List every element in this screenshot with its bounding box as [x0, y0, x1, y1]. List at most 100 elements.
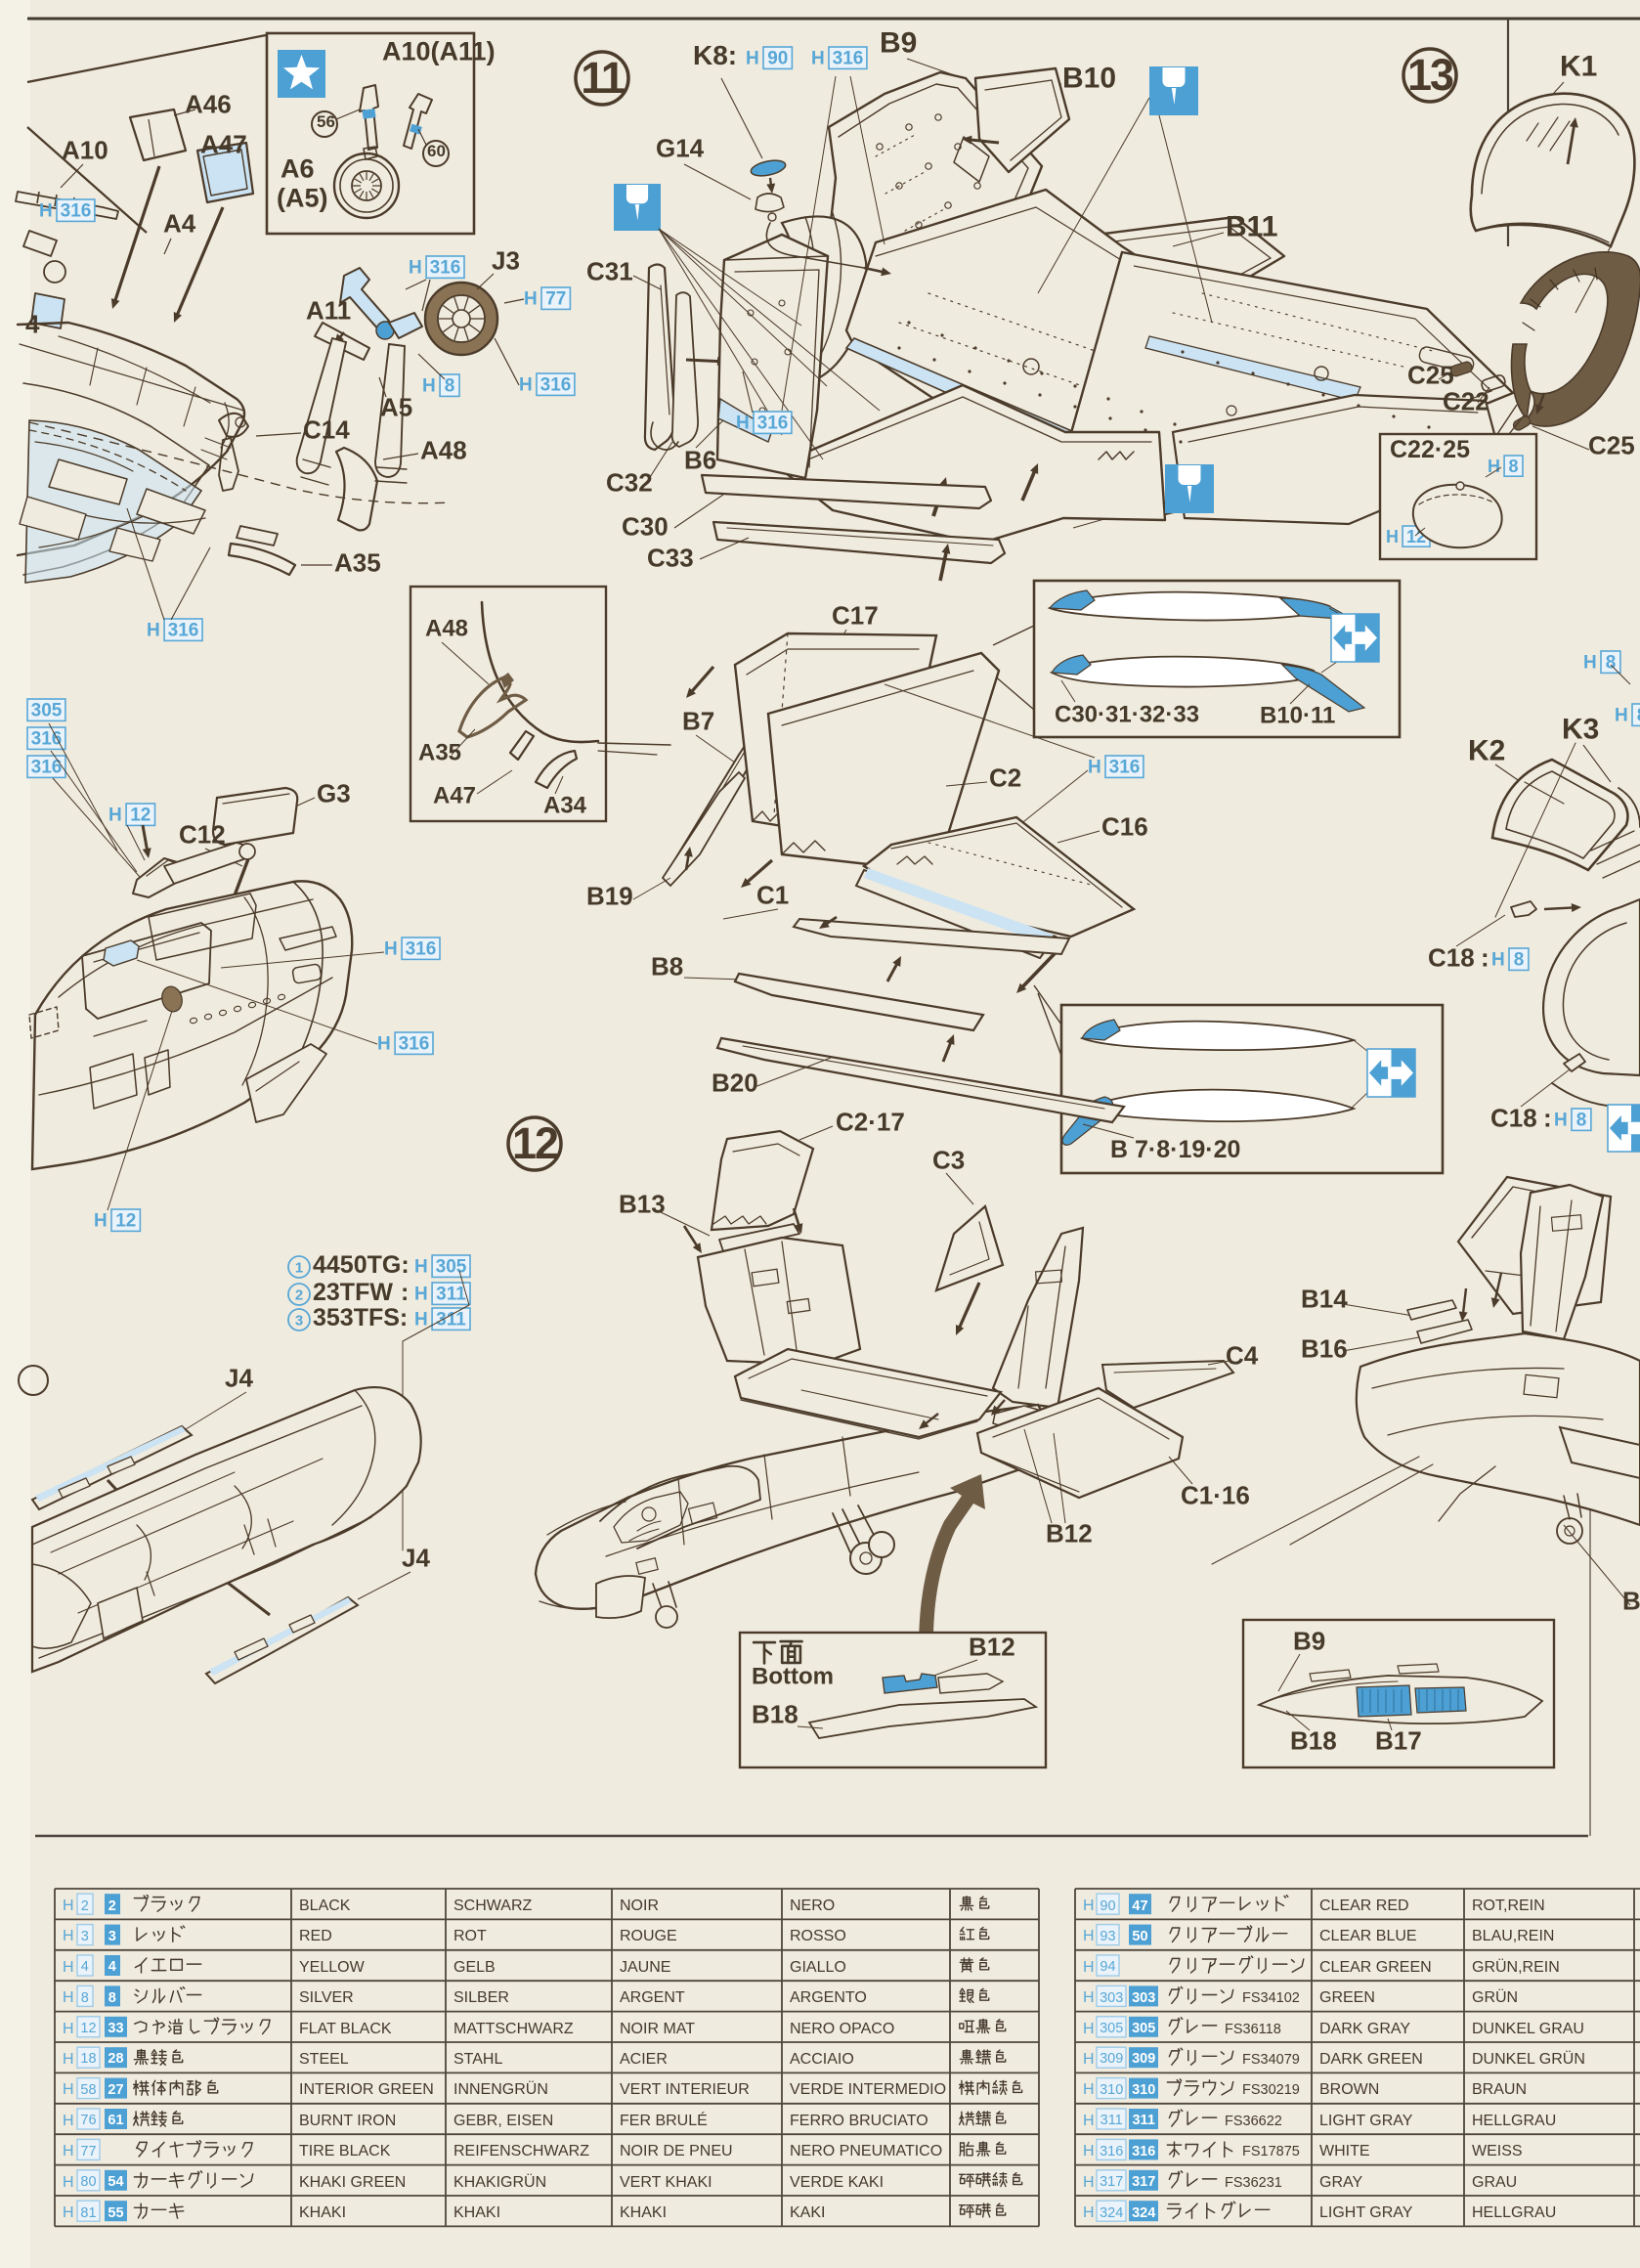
svg-text:A47: A47	[200, 130, 247, 159]
svg-text:316: 316	[1109, 758, 1141, 778]
svg-text:58: 58	[80, 2082, 96, 2098]
svg-text:H: H	[1083, 2143, 1095, 2159]
svg-text:A6: A6	[281, 153, 315, 183]
svg-text:FER BRULÉ: FER BRULÉ	[620, 2111, 708, 2129]
svg-text:ROT: ROT	[453, 1928, 487, 1944]
svg-text:C16: C16	[1101, 812, 1148, 842]
svg-text:C2·17: C2·17	[836, 1108, 905, 1137]
svg-text::: :	[1543, 1104, 1552, 1133]
svg-text:316: 316	[1132, 2144, 1155, 2159]
svg-text:H: H	[519, 375, 533, 396]
svg-text:305: 305	[436, 1257, 467, 1278]
svg-text:316: 316	[31, 758, 63, 778]
svg-text:BLACK: BLACK	[299, 1897, 351, 1914]
svg-text:H: H	[1083, 2081, 1095, 2098]
svg-text:ROT,REIN: ROT,REIN	[1472, 1897, 1545, 1914]
svg-text:H: H	[108, 806, 122, 826]
svg-text:H: H	[1083, 1928, 1095, 1944]
svg-text:23TFW: 23TFW	[313, 1279, 393, 1306]
svg-text:316: 316	[168, 621, 199, 641]
svg-text:H: H	[63, 2021, 74, 2037]
svg-text:12: 12	[130, 806, 151, 826]
svg-text::: :	[401, 1279, 409, 1306]
svg-text:TIRE BLACK: TIRE BLACK	[299, 2143, 391, 2159]
svg-text:61: 61	[108, 2113, 123, 2128]
svg-text:8: 8	[81, 1990, 89, 2006]
svg-text:RED: RED	[299, 1928, 332, 1944]
svg-text:H: H	[1386, 527, 1399, 546]
svg-text:LIGHT GRAY: LIGHT GRAY	[1319, 2204, 1413, 2221]
svg-text:311: 311	[436, 1285, 466, 1305]
svg-text:INTERIOR GREEN: INTERIOR GREEN	[299, 2081, 434, 2098]
svg-text:B18: B18	[752, 1700, 798, 1729]
svg-text:H: H	[1583, 653, 1597, 674]
svg-text:NERO: NERO	[790, 1897, 835, 1914]
svg-text:311: 311	[1132, 2113, 1154, 2128]
svg-text:8: 8	[108, 1990, 116, 2006]
svg-text:C22: C22	[1443, 387, 1489, 416]
svg-text:C12: C12	[179, 820, 226, 850]
svg-text:H: H	[1554, 1111, 1568, 1131]
svg-text:H: H	[1088, 758, 1101, 778]
svg-text:GRÜN: GRÜN	[1472, 1988, 1518, 2006]
svg-text:BLAU,REIN: BLAU,REIN	[1472, 1928, 1554, 1944]
svg-text:VERT KHAKI: VERT KHAKI	[620, 2174, 712, 2191]
svg-text:B10: B10	[1062, 63, 1116, 95]
svg-text:A47: A47	[433, 782, 476, 808]
svg-text:FS36231: FS36231	[1225, 2175, 1282, 2191]
svg-text:A10(A11): A10(A11)	[382, 36, 496, 65]
svg-text:MATTSCHWARZ: MATTSCHWARZ	[453, 2021, 574, 2037]
svg-text:H: H	[736, 414, 750, 434]
svg-text:A46: A46	[185, 90, 232, 119]
svg-text:CLEAR GREEN: CLEAR GREEN	[1319, 1959, 1432, 1976]
svg-text:SILVER: SILVER	[299, 1989, 354, 2006]
svg-text:BRAUN: BRAUN	[1472, 2081, 1527, 2098]
svg-text:B17: B17	[1375, 1726, 1422, 1756]
svg-text:GELB: GELB	[453, 1959, 496, 1976]
svg-text:H: H	[1615, 706, 1628, 726]
svg-text:WEISS: WEISS	[1472, 2143, 1523, 2159]
svg-text:B14: B14	[1301, 1285, 1348, 1314]
svg-text:FS30219: FS30219	[1242, 2082, 1300, 2098]
svg-text:316: 316	[757, 414, 789, 434]
svg-text:H: H	[1083, 2051, 1095, 2068]
svg-text:C3: C3	[932, 1146, 965, 1175]
svg-text:H: H	[1083, 1959, 1095, 1976]
svg-text:310: 310	[1100, 2082, 1123, 2098]
svg-text:WHITE: WHITE	[1319, 2143, 1370, 2159]
svg-text:H: H	[524, 289, 538, 310]
svg-text:J3: J3	[492, 246, 520, 276]
svg-text:FS17875: FS17875	[1242, 2144, 1300, 2159]
svg-text:DARK GREEN: DARK GREEN	[1319, 2051, 1423, 2068]
svg-text:309: 309	[1132, 2051, 1155, 2067]
svg-text:C30: C30	[622, 512, 669, 542]
svg-text:311: 311	[436, 1310, 466, 1330]
svg-text:47: 47	[1132, 1898, 1147, 1914]
svg-text:H: H	[746, 49, 759, 69]
svg-text:KHAKI: KHAKI	[453, 2204, 500, 2221]
svg-text:STEEL: STEEL	[299, 2051, 349, 2068]
svg-text:12: 12	[512, 1118, 558, 1168]
svg-text:DUNKEL GRAU: DUNKEL GRAU	[1472, 2021, 1584, 2037]
svg-text:K1: K1	[1560, 51, 1597, 83]
svg-text:3: 3	[295, 1313, 303, 1330]
svg-text:H: H	[1491, 950, 1505, 971]
svg-text:8: 8	[1606, 653, 1617, 674]
svg-text:316: 316	[833, 49, 864, 69]
svg-text:KHAKI GREEN: KHAKI GREEN	[299, 2174, 406, 2191]
svg-text:A35: A35	[334, 548, 381, 578]
svg-text:A34: A34	[543, 792, 587, 818]
svg-text:DUNKEL GRÜN: DUNKEL GRÜN	[1472, 2050, 1585, 2068]
svg-text:H: H	[63, 1989, 74, 2006]
svg-text:316: 316	[540, 375, 572, 396]
svg-text:ACCIAIO: ACCIAIO	[790, 2051, 854, 2068]
svg-text:B12: B12	[969, 1633, 1015, 1662]
svg-text:VERDE KAKI: VERDE KAKI	[790, 2174, 884, 2191]
svg-text:GIALLO: GIALLO	[790, 1959, 846, 1976]
svg-text:B6: B6	[684, 446, 716, 475]
svg-text:H: H	[414, 1285, 428, 1305]
svg-text:H: H	[1083, 2174, 1095, 2191]
svg-text:C1·16: C1·16	[1181, 1481, 1250, 1510]
svg-text:H: H	[377, 1034, 391, 1055]
svg-text:55: 55	[108, 2205, 123, 2221]
